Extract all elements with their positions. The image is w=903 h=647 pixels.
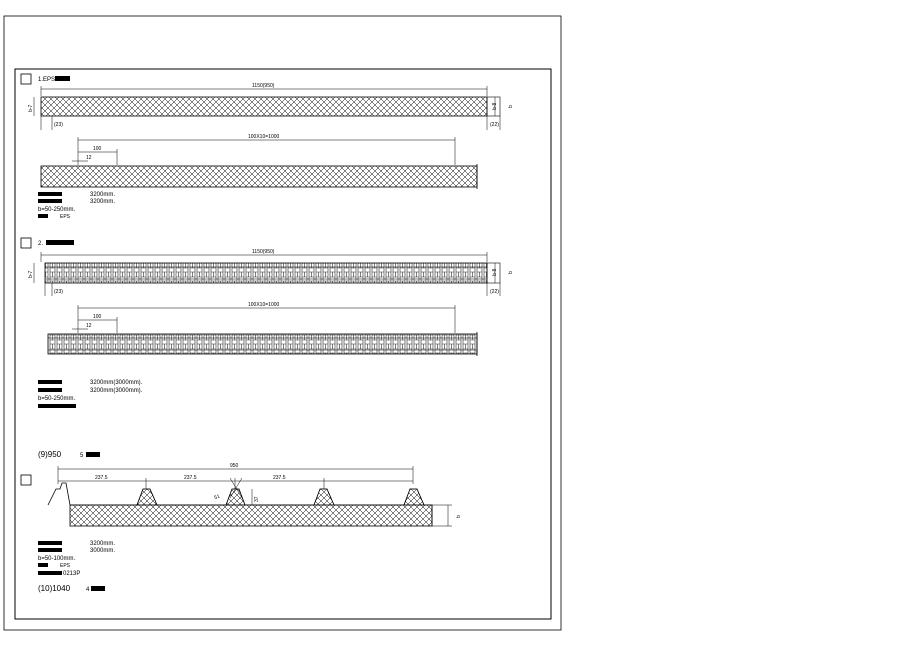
section-1-title-hanzi xyxy=(55,76,70,81)
section-2: 2. 1150(950) b-7 b-8 b (23) (22) 100X10=… xyxy=(20,237,514,408)
section-2-panel-section xyxy=(44,262,488,284)
section-1-dim-12: 12 xyxy=(86,155,92,161)
section-3-title: (9)950 xyxy=(38,450,62,459)
section-2-dim-total: 1150(950) xyxy=(252,249,275,255)
section-3-footer-title: (10)1040 xyxy=(38,584,71,593)
section-3-dim-total: 950 xyxy=(230,463,239,469)
section-3-dim-seg2: 237.5 xyxy=(184,475,197,481)
section-2-title-hanzi xyxy=(46,240,74,245)
section-1-dim-100: 100 xyxy=(93,146,102,152)
section-1-panel-section xyxy=(40,96,488,117)
section-3-title-suffix: 5 xyxy=(80,453,84,459)
section-3-spec-length2: 3000mm. xyxy=(90,548,115,554)
section-1-dim-right-small: (22) xyxy=(490,122,499,128)
section-2-dim-b: b xyxy=(508,271,514,274)
section-2-spec-length2: 3200mm(3000mm). xyxy=(90,388,143,394)
section-3-footer-hanzi xyxy=(91,586,105,591)
section-1-spec-length1: 3200mm. xyxy=(90,192,115,198)
section-3-dim-rib-height: 37 xyxy=(254,496,260,502)
section-1-dim-t1: b-7 xyxy=(28,105,34,112)
section-2-dim-12: 12 xyxy=(86,323,92,329)
section-2-spec-thickness: b=50-250mm. xyxy=(38,396,76,402)
section-1-spec-length2: 3200mm. xyxy=(90,199,115,205)
section-2-dim-t2: b-8 xyxy=(492,269,498,276)
section-1: 1.EPS 1150(950) b-7 b-8 b (23) (22) 100X… xyxy=(20,73,514,220)
section-1-dim-b: b xyxy=(508,105,514,108)
section-3-title-hanzi xyxy=(86,452,100,457)
section-3-spec-core: EPS xyxy=(60,563,71,569)
section-1-spec-thickness: b=50-250mm. xyxy=(38,207,76,213)
section-1-dim-t2: b-8 xyxy=(492,103,498,110)
section-2-dim-right-small: (22) xyxy=(490,289,499,295)
section-2-checkbox[interactable] xyxy=(20,237,32,249)
outer-frame xyxy=(3,15,562,631)
section-3-spec-code: 0213P xyxy=(63,571,80,577)
section-2-dim-top-long: 100X10=1000 xyxy=(248,302,280,308)
section-1-dim-top-long: 100X10=1000 xyxy=(248,134,280,140)
section-3-checkbox[interactable] xyxy=(20,474,32,486)
section-2-dim-t1: b-7 xyxy=(28,271,34,278)
section-2-dim-100: 100 xyxy=(93,314,102,320)
section-3-spec-length1: 3200mm. xyxy=(90,541,115,547)
section-3-foam-core xyxy=(69,504,433,527)
section-2-spec-length1: 3200mm(3000mm). xyxy=(90,380,143,386)
section-3-dim-seg1: 237.5 xyxy=(95,475,108,481)
inner-frame xyxy=(14,68,552,620)
section-3-dim-b: b xyxy=(456,515,462,518)
section-3: (9)950 5 950 237.5 237.5 237.5 51 37 xyxy=(20,450,462,593)
section-3-footer-suffix: 4 xyxy=(86,587,90,593)
section-1-title: 1.EPS xyxy=(38,77,55,83)
section-1-spec-core: EPS xyxy=(60,214,71,220)
section-2-panel-elevation xyxy=(47,333,478,355)
section-1-checkbox[interactable] xyxy=(20,73,32,85)
section-3-spec-thickness: b=50-100mm. xyxy=(38,556,76,562)
section-1-dim-left-small: (23) xyxy=(54,122,63,128)
section-1-panel-elevation xyxy=(40,165,478,188)
section-1-dim-total: 1150(950) xyxy=(252,83,275,89)
section-3-dim-rib-top: 51 xyxy=(214,494,221,502)
section-2-dim-left-small: (23) xyxy=(54,289,63,295)
section-2-title: 2. xyxy=(38,241,43,247)
section-3-dim-seg3: 237.5 xyxy=(273,475,286,481)
